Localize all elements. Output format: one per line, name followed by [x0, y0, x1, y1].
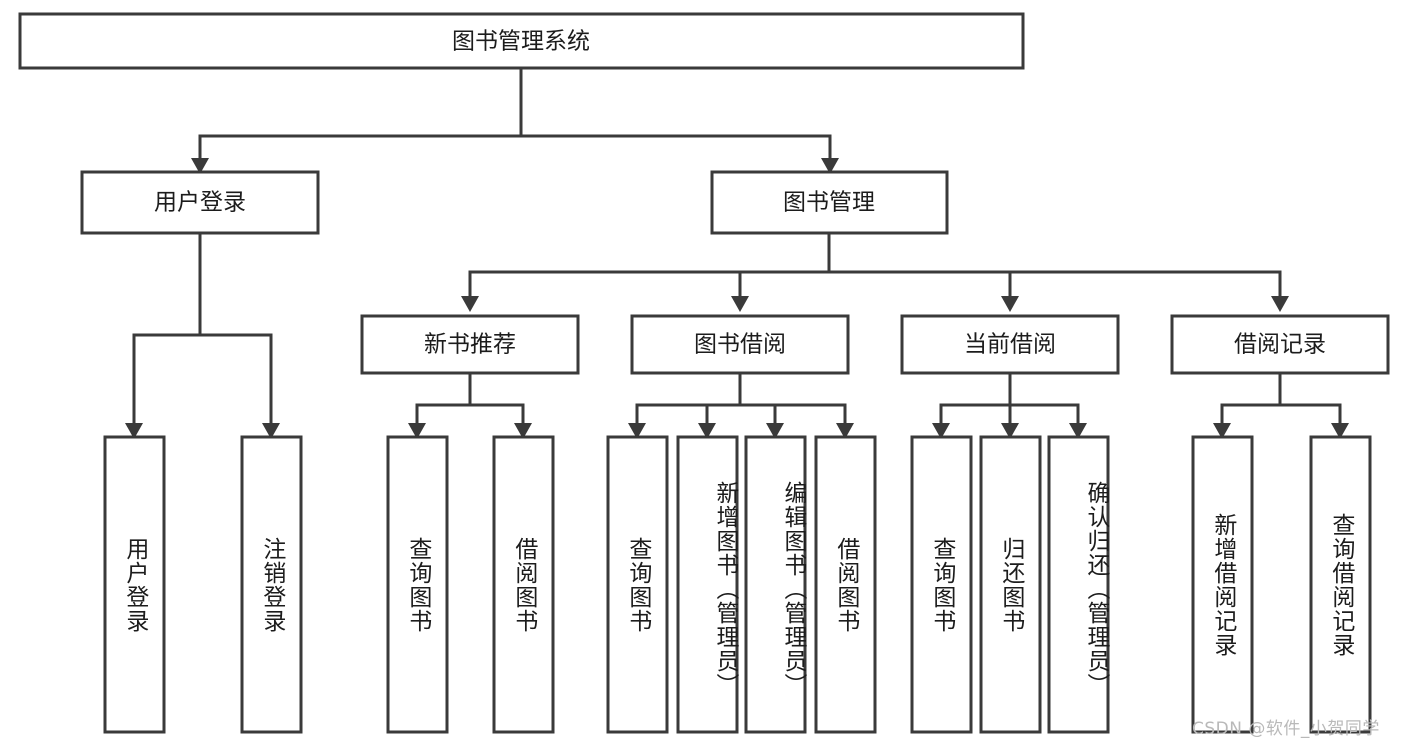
arrowhead-leaf-4 [514, 423, 532, 439]
arrowhead-leaf-12 [1213, 423, 1231, 439]
node-bookmgmt-label: 图书管理 [783, 190, 875, 216]
arrowhead-leaf-5 [628, 423, 646, 439]
arrowhead-leaf-3 [408, 423, 426, 439]
arrowhead-leaf-1 [125, 423, 143, 439]
arrowhead-leaf-9 [932, 423, 950, 439]
arrowhead-borrow [731, 296, 749, 312]
leaf-rect-12[interactable] [1191, 435, 1254, 734]
arrowhead-leaf-11 [1069, 423, 1087, 439]
leaf-rect-10[interactable] [979, 435, 1042, 734]
node-newrec-label: 新书推荐 [424, 332, 516, 358]
leaf-rect-7[interactable] [744, 435, 807, 734]
arrowhead-login [191, 158, 209, 174]
arrowhead-bookmgmt [821, 158, 839, 174]
node-bookmgmt-rect [710, 170, 949, 235]
watermark-text: CSDN @软件_小贺同学 [1192, 719, 1380, 739]
leaf-rect-13[interactable] [1309, 435, 1372, 734]
connector-records-bus [1220, 371, 1342, 427]
connector-newrec-bus [415, 371, 525, 427]
arrowhead-leaf-10 [1001, 423, 1019, 439]
leaf-rect-6[interactable] [676, 435, 739, 734]
connector-root-bus [198, 66, 832, 162]
arrowhead-newrec [461, 296, 479, 312]
leaf-rect-1[interactable] [103, 435, 166, 734]
connector-bookmgmt-bus [468, 231, 1282, 300]
node-login-label: 用户登录 [154, 190, 246, 216]
leaf-rect-4[interactable] [492, 435, 555, 734]
arrowhead-leaf-8 [836, 423, 854, 439]
arrowhead-current [1001, 296, 1019, 312]
connector-borrow-bus [635, 371, 847, 427]
node-records-label: 借阅记录 [1234, 332, 1326, 358]
leaf-rect-5[interactable] [606, 435, 669, 734]
node-newrec-rect [360, 314, 580, 375]
node-current-rect [900, 314, 1120, 375]
leaf-rect-11[interactable] [1047, 435, 1110, 734]
leaf-rect-8[interactable] [814, 435, 877, 734]
node-root-rect [18, 12, 1025, 70]
node-current[interactable]: 当前借阅 [900, 314, 1120, 375]
node-borrow-rect [630, 314, 850, 375]
node-borrow-label: 图书借阅 [694, 332, 786, 358]
arrowhead-leaf-6 [698, 423, 716, 439]
node-records[interactable]: 借阅记录 [1170, 314, 1390, 375]
leaf-rect-9[interactable] [910, 435, 973, 734]
connector-login-bus [132, 231, 273, 427]
node-borrow[interactable]: 图书借阅 [630, 314, 850, 375]
node-login-rect [80, 170, 320, 235]
leaf-rect-2[interactable] [240, 435, 303, 734]
node-bookmgmt[interactable]: 图书管理 [710, 170, 949, 235]
leaf-rect-3[interactable] [386, 435, 449, 734]
arrowhead-records [1271, 296, 1289, 312]
node-login[interactable]: 用户登录 [80, 170, 320, 235]
node-root[interactable]: 图书管理系统 [18, 12, 1025, 70]
node-newrec[interactable]: 新书推荐 [360, 314, 580, 375]
node-root-label: 图书管理系统 [452, 29, 590, 55]
connector-current-bus [939, 371, 1080, 427]
arrowhead-leaf-13 [1331, 423, 1349, 439]
arrowhead-leaf-7 [766, 423, 784, 439]
connector-group [125, 66, 1349, 439]
arrowhead-leaf-2 [262, 423, 280, 439]
node-current-label: 当前借阅 [964, 332, 1056, 358]
node-records-rect [1170, 314, 1390, 375]
